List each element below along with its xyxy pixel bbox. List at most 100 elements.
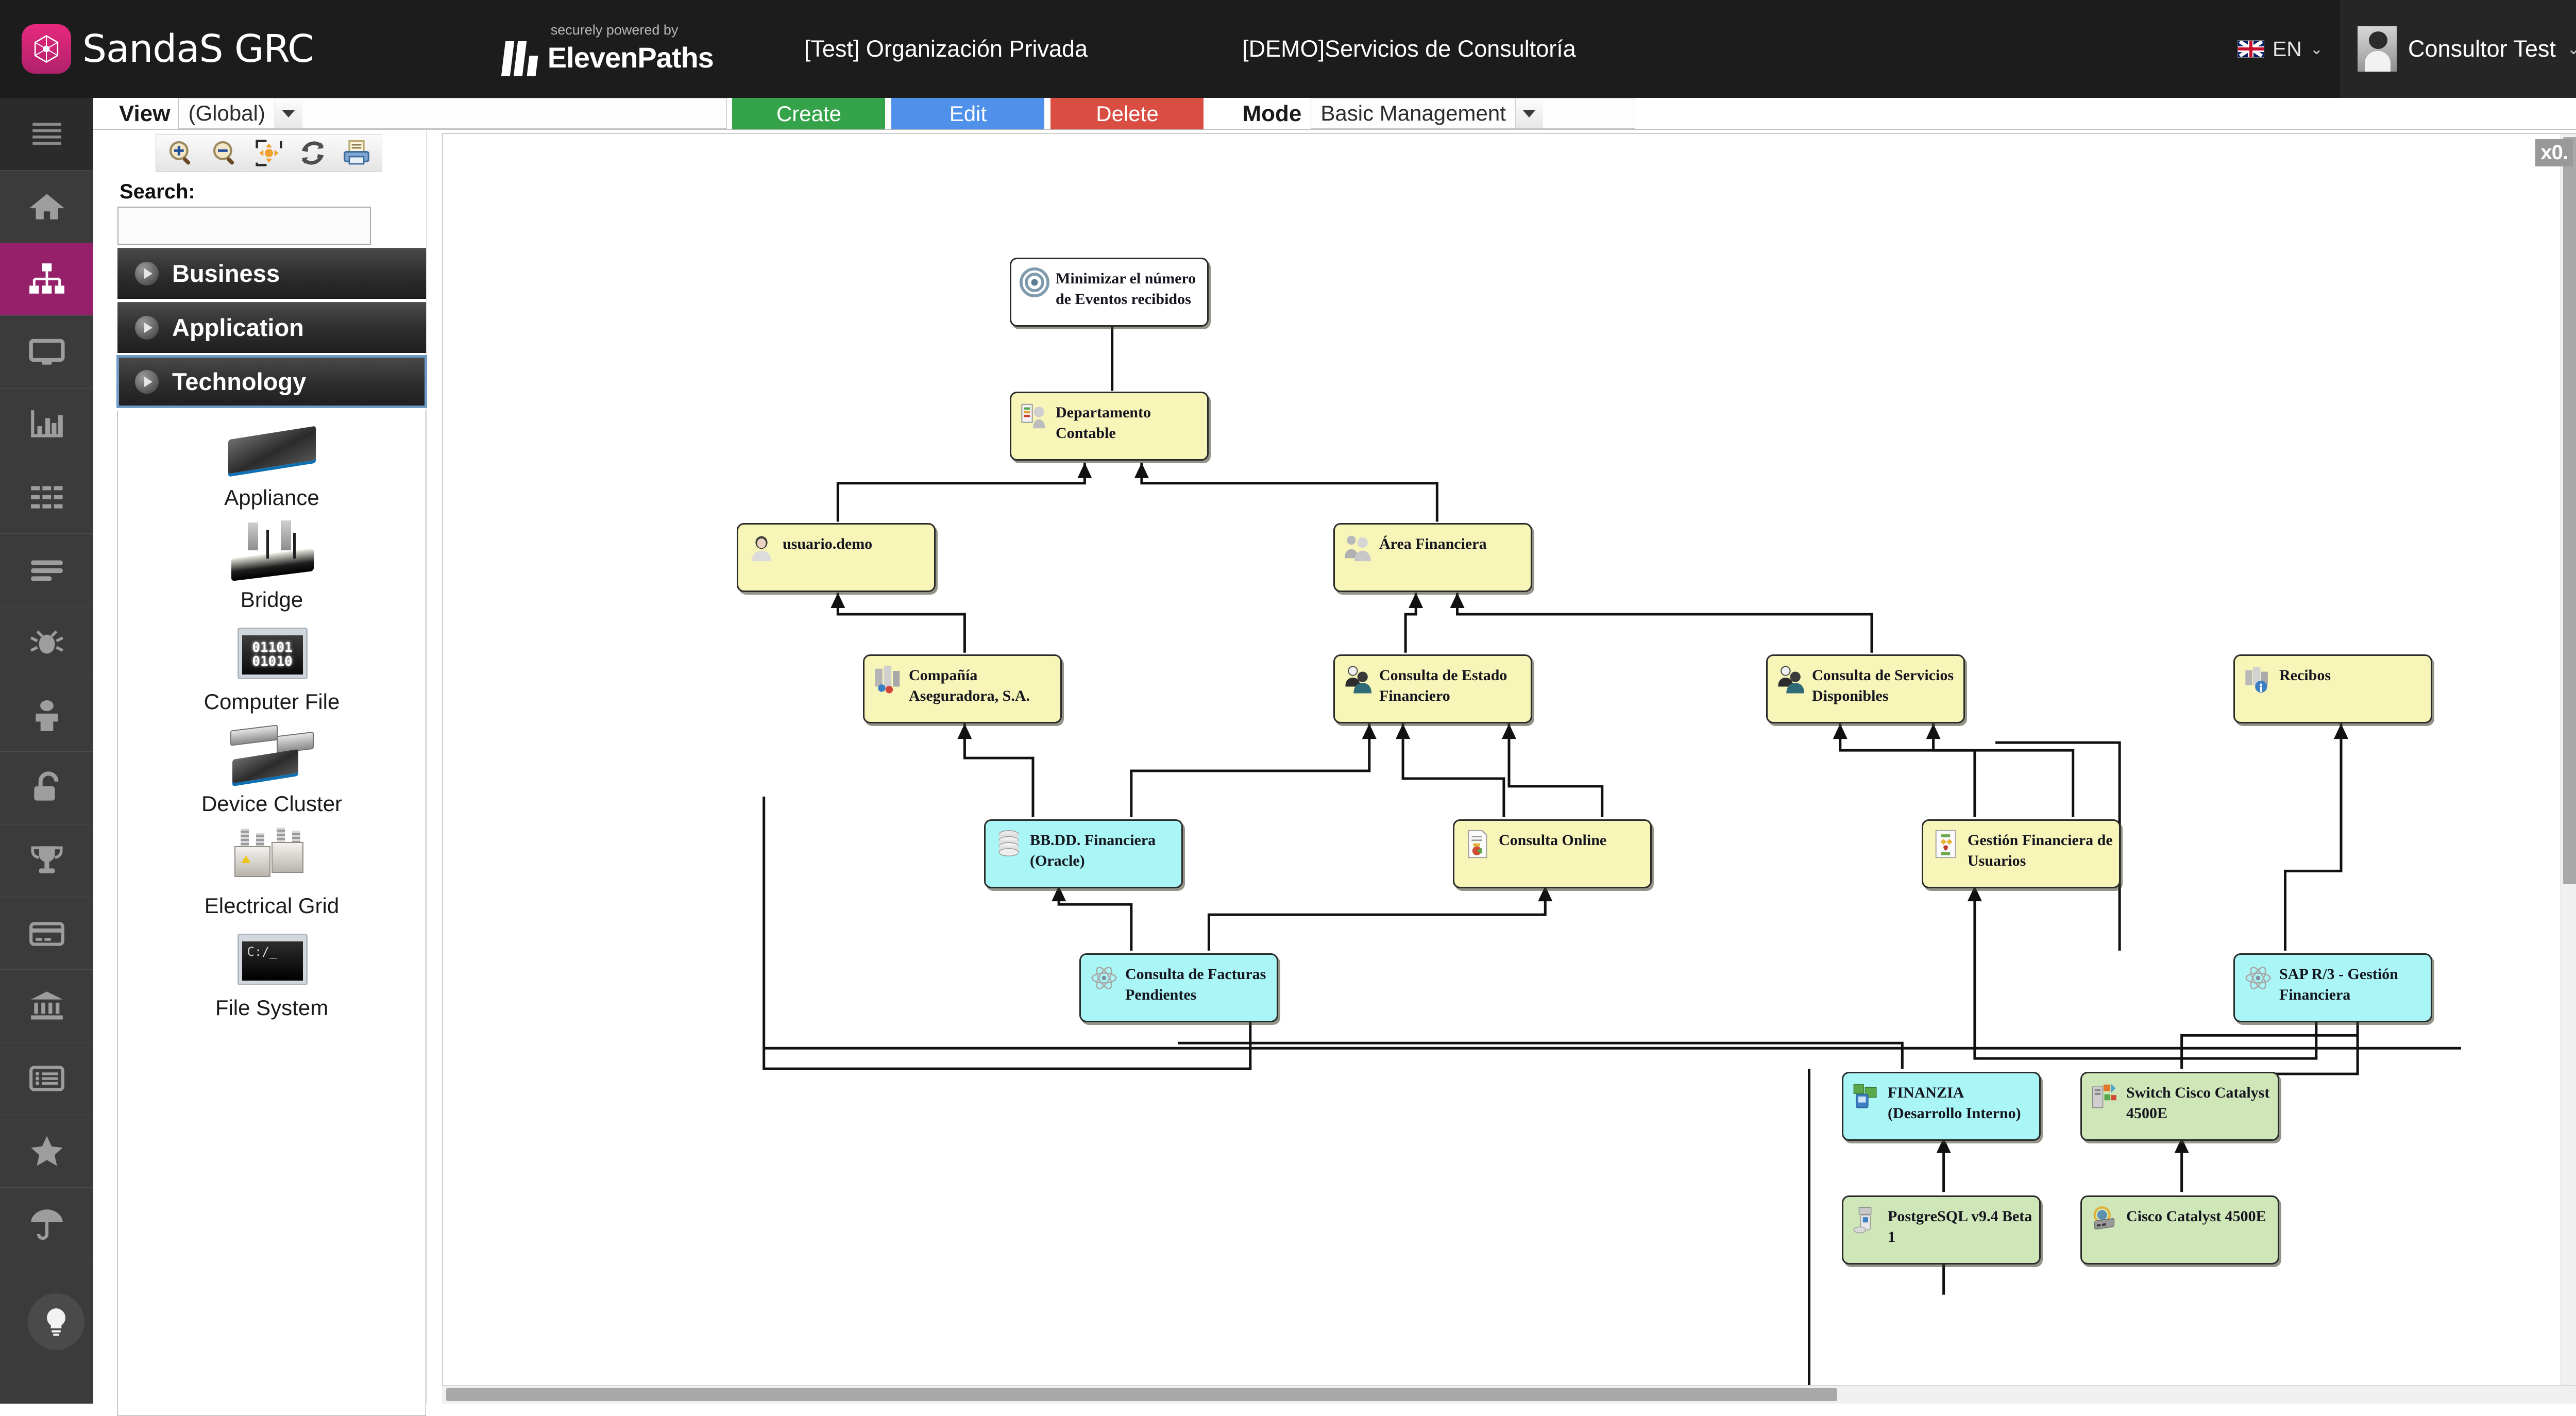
sidebar-item-monitor[interactable] [0,316,93,389]
server-switch-icon [2090,1082,2120,1111]
diagram-node-label: Switch Cisco Catalyst 4500E [2126,1084,2270,1122]
element-palette: Search: Business Application Technology … [116,130,427,1416]
diagram-node[interactable]: Minimizar el número de Eventos recibidos [1010,258,1209,327]
avatar [2358,26,2397,72]
sidebar-item-security[interactable] [0,752,93,824]
zoom-in-icon[interactable] [159,135,203,171]
palette-item-electrical-grid[interactable]: Electrical Grid [118,819,426,921]
diagram-node[interactable]: Recibos [2233,654,2432,723]
diagram-node-label: Compañía Aseguradora, S.A. [909,667,1030,704]
sandas-logo-icon [22,24,71,74]
diagram-node-label: Departamento Contable [1056,404,1151,442]
diagram-node[interactable]: BB.DD. Financiera (Oracle) [984,819,1183,888]
diagram-node[interactable]: Departamento Contable [1010,392,1209,461]
sidebar-item-umbrella[interactable] [0,1188,93,1260]
diagram-node-label: Gestión Financiera de Usuarios [1968,832,2113,869]
sidebar-item-report[interactable] [0,1042,93,1115]
palette-item-bridge[interactable]: Bridge [118,513,426,615]
canvas-vertical-scrollbar[interactable] [2561,134,2576,1403]
view-select[interactable]: (Global) [178,98,727,129]
delete-button[interactable]: Delete [1050,98,1204,129]
sidebar-item-grid[interactable] [0,461,93,534]
scrollbar-thumb[interactable] [2563,137,2576,884]
sidebar-item-list[interactable] [0,534,93,606]
diagram-node[interactable]: Compañía Aseguradora, S.A. [863,654,1062,723]
diagram-node-label: Recibos [2279,667,2331,684]
diagram-node[interactable]: Consulta de Servicios Disponibles [1766,654,1965,723]
palette-item-file-system[interactable]: C:/_ File System [118,921,426,1023]
app-header: SandaS GRC securely powered by ElevenPat… [0,0,2576,98]
mode-label: Mode [1242,100,1302,126]
diagram-node[interactable]: Cisco Catalyst 4500E [2080,1195,2279,1265]
palette-item-label: Device Cluster [201,791,343,816]
view-select-value: (Global) [188,101,265,125]
sidebar-item-home[interactable] [0,171,93,243]
diagram-node[interactable]: Switch Cisco Catalyst 4500E [2080,1072,2279,1141]
palette-item-device-cluster[interactable]: Device Cluster [118,717,426,819]
sidebar-item-star[interactable] [0,1115,93,1188]
service-icon [1776,664,1806,694]
sidebar-item-credit-card[interactable] [0,897,93,970]
help-lightbulb-icon[interactable] [28,1293,84,1350]
play-triangle-icon [135,261,159,285]
palette-item-label: Computer File [204,689,340,714]
diagram-node-label: Área Financiera [1379,535,1487,552]
create-button[interactable]: Create [732,98,886,129]
diagram-node-label: usuario.demo [783,535,873,552]
partner-logo: securely powered by ElevenPaths [501,22,714,76]
uk-flag-icon [2237,40,2264,58]
scrollbar-thumb[interactable] [446,1388,1837,1401]
palette-item-appliance[interactable]: Appliance [118,411,426,513]
database-icon [994,829,1024,859]
canvas-horizontal-scrollbar[interactable] [442,1385,2576,1404]
diagram-node[interactable]: Consulta de Estado Financiero [1333,654,1532,723]
receipts-icon [2243,664,2273,694]
hamburger-menu-icon[interactable] [0,98,93,171]
palette-category-application[interactable]: Application [117,302,426,353]
language-selector[interactable]: EN ⌄ [2220,0,2341,98]
diagram-node[interactable]: FINANZIA (Desarrollo Interno) [1842,1072,2041,1141]
diagram-node[interactable]: Gestión Financiera de Usuarios [1922,819,2121,888]
diagram-node[interactable]: Consulta Online [1453,819,1652,888]
palette-category-label: Application [172,314,304,341]
chevron-down-icon: ⌄ [2567,40,2576,58]
palette-item-label: File System [215,996,329,1020]
palette-category-label: Business [172,260,280,287]
fit-to-screen-icon[interactable] [247,135,291,171]
sidebar-item-reports-chart[interactable] [0,389,93,461]
refresh-icon[interactable] [291,135,335,171]
diagram-node-label: BB.DD. Financiera (Oracle) [1030,832,1156,869]
print-icon[interactable] [335,135,379,171]
chevron-down-icon: ⌄ [2310,40,2324,58]
view-label: View [119,100,171,126]
diagram-node-label: Consulta de Servicios Disponibles [1812,667,1954,704]
diagram-toolbar: View (Global) Create Edit Delete Mode Ba… [93,98,2576,130]
sidebar-item-person[interactable] [0,679,93,752]
organization-title: [Test] Organización Privada [804,36,1088,62]
workflow-icon [1931,829,1961,859]
palette-item-label: Bridge [240,587,303,612]
diagram-node[interactable]: Área Financiera [1333,523,1532,592]
diagram-node[interactable]: PostgreSQL v9.4 Beta 1 [1842,1195,2041,1265]
diagram-node[interactable]: SAP R/3 - Gestión Financiera [2233,953,2432,1022]
zoom-out-icon[interactable] [203,135,247,171]
sidebar-item-bank[interactable] [0,970,93,1042]
mode-select[interactable]: Basic Management [1311,98,1636,129]
sidebar-item-org-chart[interactable] [0,243,93,316]
target-icon [1020,267,1049,297]
palette-category-business[interactable]: Business [117,248,426,299]
diagram-node[interactable]: Consulta de Facturas Pendientes [1079,953,1278,1022]
diagram-canvas[interactable]: x0. [442,133,2576,1404]
palette-category-technology[interactable]: Technology [116,355,427,408]
company-icon [873,664,903,694]
department-icon [1020,401,1049,431]
user-menu[interactable]: Consultor Test ⌄ [2341,0,2576,98]
network-device-icon [2090,1205,2120,1235]
sidebar-item-trophy[interactable] [0,824,93,897]
diagram-node[interactable]: usuario.demo [737,523,936,592]
search-input[interactable] [117,207,371,245]
diagram-node-label: SAP R/3 - Gestión Financiera [2279,966,2398,1003]
sidebar-item-bug[interactable] [0,606,93,679]
edit-button[interactable]: Edit [891,98,1045,129]
